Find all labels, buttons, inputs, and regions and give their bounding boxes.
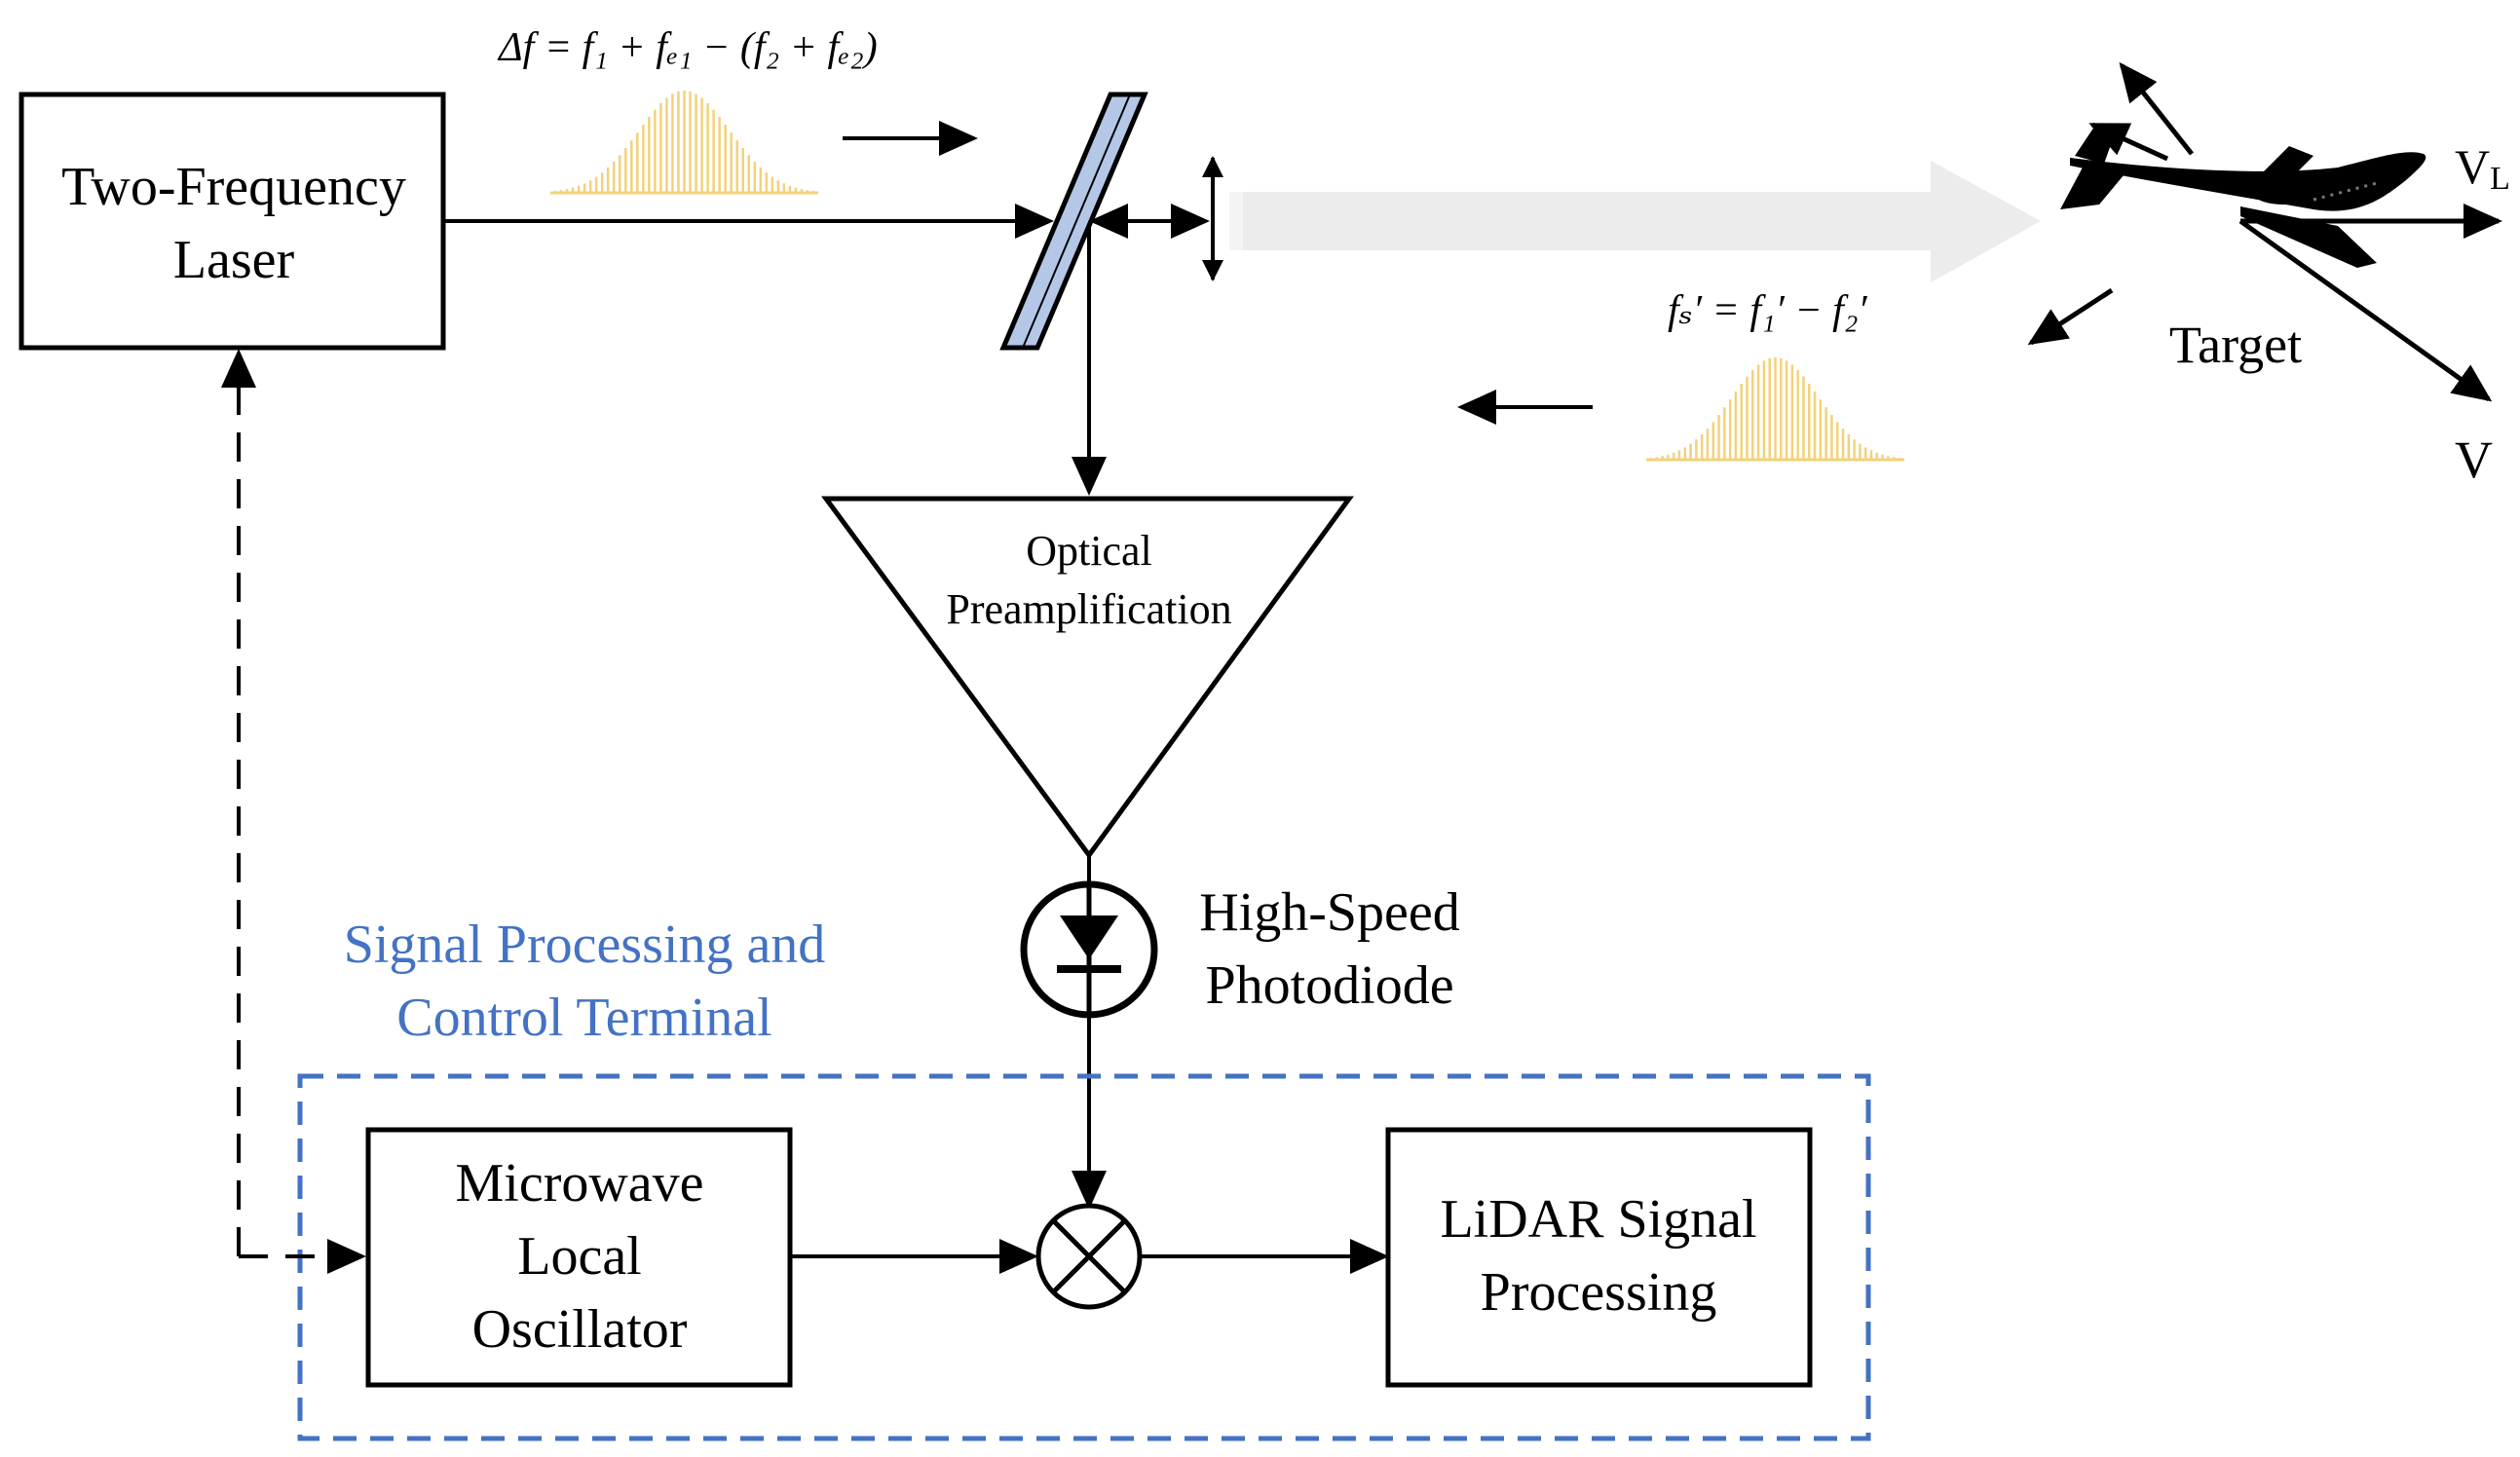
- photodiode-icon: [1020, 855, 1158, 1019]
- beam-splitter-mirror: [999, 92, 1148, 351]
- processing-label-line2: Processing: [1481, 1262, 1717, 1323]
- velocity-arrow: [2238, 218, 2493, 402]
- velocity-l-label: VL: [2455, 139, 2510, 197]
- lidar-signal-processing-block: LiDAR Signal Processing: [1385, 1127, 1813, 1388]
- receive-equation: fₛ′ = f₁′ − f₂′: [1668, 288, 1867, 333]
- target-label: Target: [2169, 316, 2302, 374]
- two-frequency-laser-block: Two-Frequency Laser: [19, 92, 446, 351]
- terminal-label-line2: Control Terminal: [396, 988, 771, 1048]
- output-beam: [1229, 161, 2041, 282]
- oscillator-label-line2: Local: [517, 1226, 641, 1287]
- microwave-local-oscillator-block: Microwave Local Oscillator: [365, 1127, 793, 1388]
- receive-spectrum: [1646, 357, 1904, 462]
- transmit-spectrum: [550, 91, 818, 195]
- optical-preamplification-block: Optical Preamplification: [821, 496, 1354, 860]
- transmit-equation: Δf = f₁ + fₑ₁ − (f₂ + fₑ₂): [497, 25, 878, 70]
- scatter-arrow-1: [2119, 61, 2194, 156]
- amplifier-label-line2: Preamplification: [946, 585, 1231, 633]
- target-aircraft-icon: [2060, 127, 2426, 268]
- laser-label-line2: Laser: [173, 230, 295, 290]
- processing-label-line1: LiDAR Signal: [1440, 1189, 1756, 1250]
- oscillator-label-line1: Microwave: [455, 1153, 703, 1214]
- lens-icon: [1202, 156, 1223, 281]
- amplifier-label-line1: Optical: [1026, 527, 1152, 575]
- photodiode-label-line2: Photodiode: [1205, 955, 1453, 1016]
- scatter-arrow-3: [2027, 287, 2114, 346]
- laser-label-line1: Two-Frequency: [61, 157, 406, 217]
- velocity-label: V: [2455, 430, 2493, 489]
- oscillator-label-line3: Oscillator: [472, 1299, 688, 1360]
- photodiode-label-line1: High-Speed: [1199, 882, 1460, 943]
- scatter-arrow-2: [2088, 122, 2169, 162]
- terminal-label-line1: Signal Processing and: [344, 915, 826, 975]
- mixer-icon: [1035, 1203, 1143, 1310]
